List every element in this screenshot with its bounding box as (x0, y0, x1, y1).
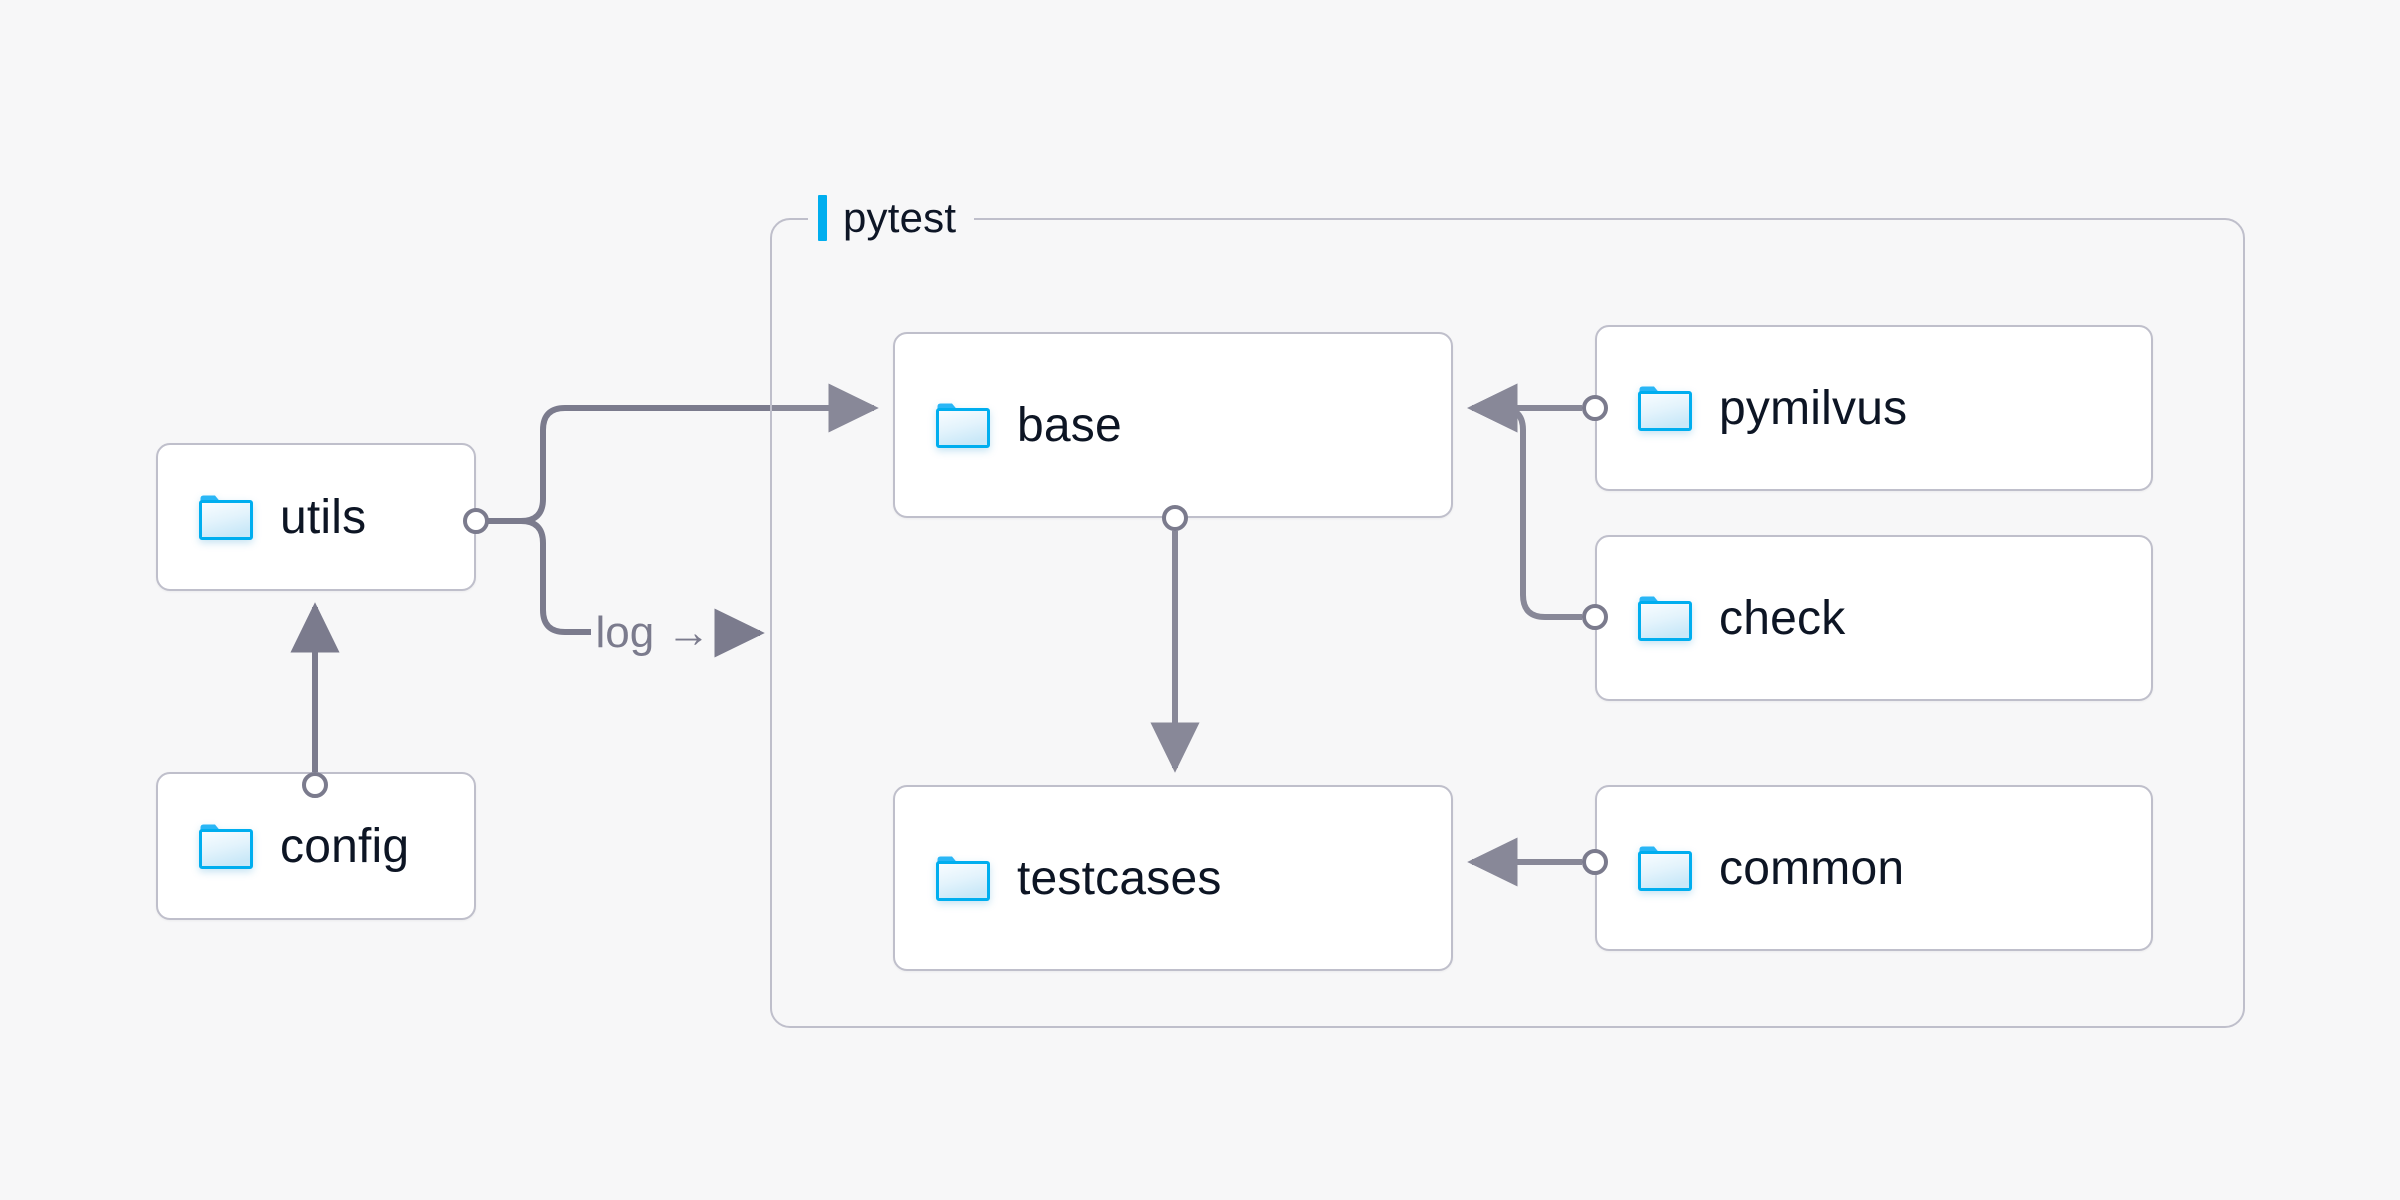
port-pymilvus-left[interactable] (1582, 395, 1608, 421)
node-pymilvus[interactable]: pymilvus (1595, 325, 2153, 491)
node-utils-content: utils (158, 490, 366, 545)
node-utils-label: utils (280, 490, 367, 544)
group-accent-bar-icon (818, 195, 827, 241)
edge-label-log: log → (595, 608, 711, 657)
node-common[interactable]: common (1595, 785, 2153, 951)
node-common-label: common (1719, 841, 1905, 895)
node-pymilvus-label: pymilvus (1719, 381, 1908, 435)
node-config-content: config (158, 819, 409, 874)
edge-utils-to-log (488, 518, 591, 635)
folder-icon (936, 403, 990, 448)
folder-icon (1638, 386, 1692, 431)
node-testcases-content: testcases (895, 851, 1222, 906)
node-base-label: base (1017, 398, 1122, 452)
node-common-content: common (1597, 841, 1904, 896)
node-pymilvus-content: pymilvus (1597, 381, 1907, 436)
port-base-bottom[interactable] (1162, 505, 1188, 531)
folder-icon (1638, 596, 1692, 641)
port-check-left[interactable] (1582, 604, 1608, 630)
node-base[interactable]: base (893, 332, 1453, 518)
node-check[interactable]: check (1595, 535, 2153, 701)
folder-icon (199, 824, 253, 869)
node-testcases-label: testcases (1017, 851, 1222, 905)
folder-icon (1638, 846, 1692, 891)
node-config-label: config (280, 819, 410, 873)
group-label-text: pytest (843, 194, 957, 241)
port-common-left[interactable] (1582, 849, 1608, 875)
node-testcases[interactable]: testcases (893, 785, 1453, 971)
folder-icon (199, 495, 253, 540)
port-utils-right[interactable] (463, 508, 489, 534)
node-base-content: base (895, 398, 1122, 453)
node-utils[interactable]: utils (156, 443, 476, 591)
folder-icon (936, 856, 990, 901)
port-config-top[interactable] (302, 772, 328, 798)
node-check-label: check (1719, 591, 1846, 645)
node-check-content: check (1597, 591, 1845, 646)
group-label-pytest: pytest (808, 190, 975, 246)
